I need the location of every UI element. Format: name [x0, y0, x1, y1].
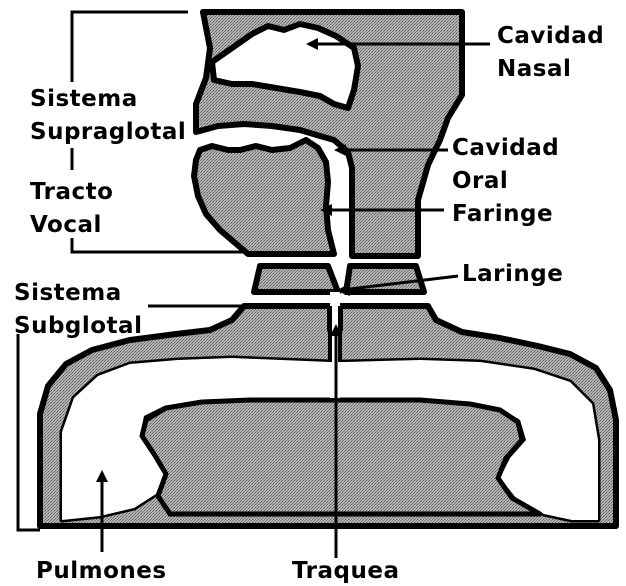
label-tracto-vocal-2: Vocal: [30, 212, 102, 238]
label-cavidad-nasal-1: Cavidad: [497, 23, 604, 49]
bracket-subglotal-vertical: [18, 334, 40, 530]
bracket-supraglotal: [72, 12, 188, 82]
larynx-left-shape: [254, 266, 338, 292]
label-traquea: Traquea: [292, 558, 399, 584]
label-laringe: Laringe: [462, 261, 563, 287]
label-sistema-sub-2: Subglotal: [14, 313, 142, 339]
label-cavidad-oral-2: Oral: [452, 168, 508, 194]
label-sistema-sub-1: Sistema: [14, 280, 122, 306]
label-tracto-vocal-1: Tracto: [30, 179, 113, 205]
label-cavidad-oral-1: Cavidad: [452, 135, 559, 161]
label-faringe: Faringe: [452, 201, 553, 227]
label-sistema-supra-1: Sistema: [30, 86, 138, 112]
label-cavidad-nasal-2: Nasal: [497, 56, 571, 82]
label-pulmones: Pulmones: [36, 558, 167, 584]
label-sistema-supra-2: Supraglotal: [30, 119, 186, 145]
lung-inner-core: [142, 400, 540, 514]
bracket-tracto-vocal: [72, 238, 248, 252]
oral-cavity-shape: [194, 140, 334, 254]
